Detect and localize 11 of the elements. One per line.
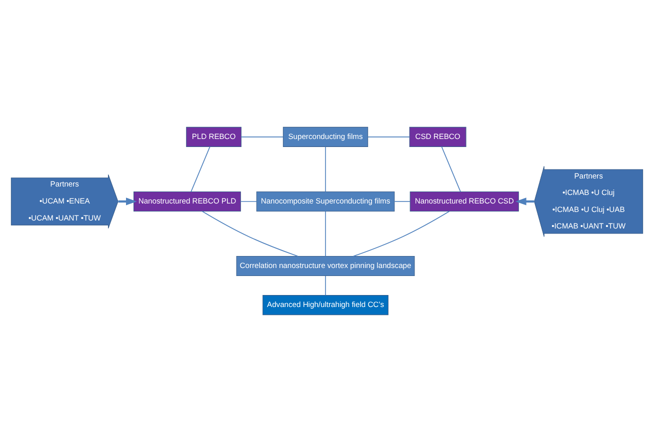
connector [240, 136, 283, 137]
connector [324, 146, 326, 192]
connector [394, 200, 410, 202]
connector [324, 275, 326, 296]
connector [324, 210, 326, 256]
connector [366, 136, 410, 137]
connector [201, 210, 298, 256]
connector [352, 210, 450, 256]
connector [190, 146, 210, 192]
connector [440, 146, 460, 192]
connector [240, 200, 256, 202]
